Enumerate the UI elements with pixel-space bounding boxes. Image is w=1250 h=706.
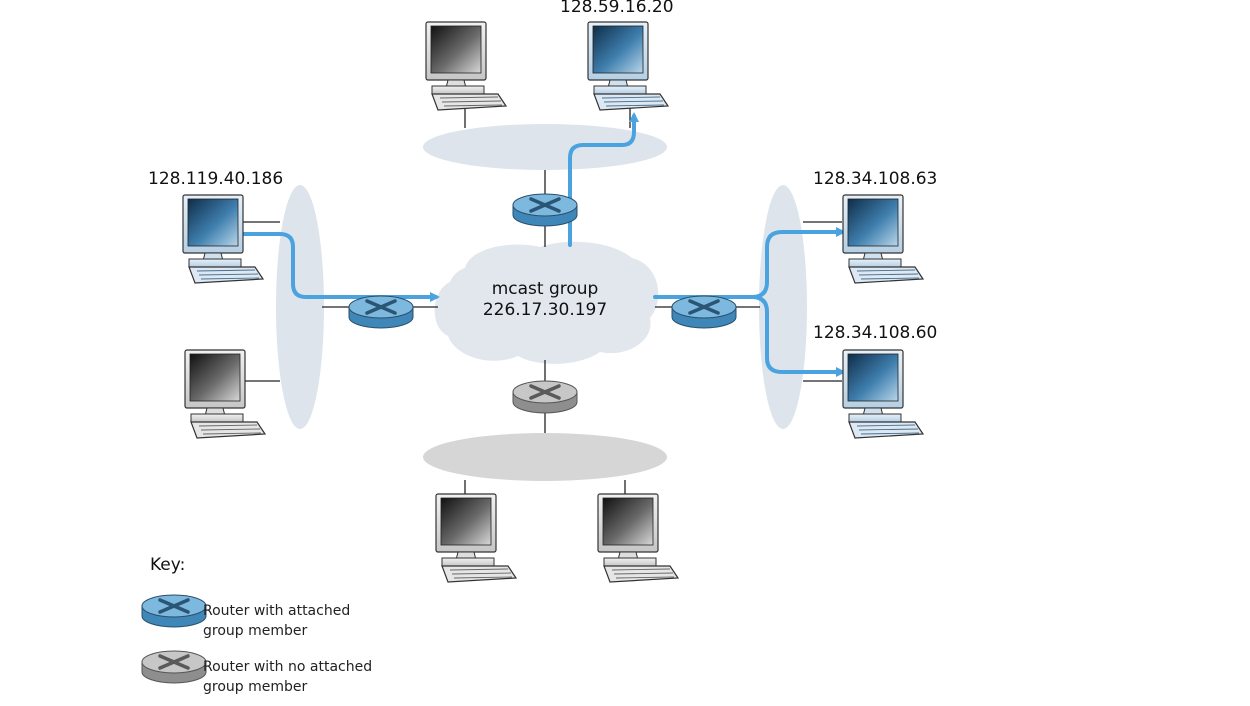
key-title: Key: [150,555,186,575]
multicast-path [241,112,846,377]
host-128-119-40-186 [182,194,264,284]
lan-top [423,124,667,170]
lan-left [276,185,324,429]
host-128-59-16-20 [587,21,669,111]
host-label-top: 128.59.16.20 [560,0,674,17]
mcast-group-cloud [434,241,659,364]
host-label-right-bottom: 128.34.108.60 [813,323,938,343]
router-top [511,192,579,228]
host-label-left: 128.119.40.186 [148,169,284,189]
router-bottom [511,379,579,415]
lan-bottom [423,433,667,481]
key-router-member-icon [140,593,208,629]
key-router-nonmember-icon [140,649,208,685]
cloud-title: mcast group [491,279,599,299]
router-right [670,294,738,330]
router-left [347,294,415,330]
cloud-address: 226.17.30.197 [482,300,608,320]
key-nonmember-line2: group member [203,679,308,695]
key-nonmember-line1: Router with no attached [203,659,373,675]
host-top-left [425,21,507,111]
host-label-right-top: 128.34.108.63 [813,169,938,189]
key-member-line2: group member [203,623,308,639]
host-left-bottom [184,349,266,439]
host-bottom-left [435,493,517,583]
host-bottom-right [597,493,679,583]
host-128-34-108-63 [842,194,924,284]
host-128-34-108-60 [842,349,924,439]
key-member-line1: Router with attached [203,603,351,619]
